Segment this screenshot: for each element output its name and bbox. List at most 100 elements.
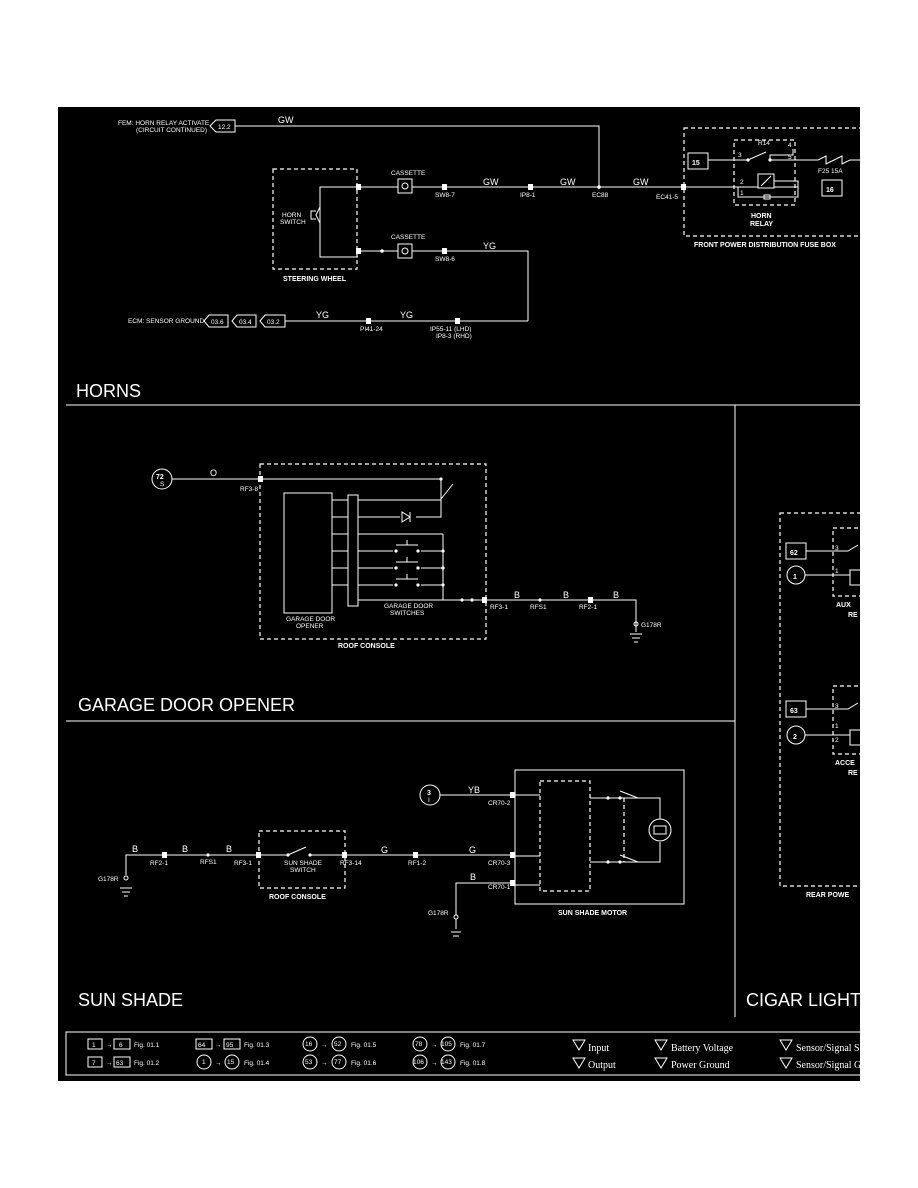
legend-r7-to: 105 (441, 1041, 452, 1048)
sunshade-switch (261, 846, 342, 856)
legend-r7-to-circle (440, 1036, 456, 1052)
horn-relay-coil-wire-b (774, 180, 799, 187)
legend-r2-arrow: → (106, 1060, 113, 1067)
cr70-1-label: CR70-1 (488, 884, 511, 891)
acc-relay-coil-wire (805, 729, 860, 746)
gs1-a (394, 549, 398, 553)
wire-yg-drop (412, 250, 529, 321)
ecm-ref-1: 03.6 (211, 319, 224, 326)
garage-opener-label-2: OPENER (296, 623, 324, 630)
legend-r1-from-box (87, 1038, 103, 1050)
legend-r4-to: 15 (227, 1059, 235, 1066)
fuse-f25 (798, 155, 860, 165)
fuse-box-label: FRONT POWER DISTRIBUTION FUSE BOX (694, 242, 836, 249)
rf3-8-label: RF3-8 (240, 486, 258, 493)
ip8-3-label: IP8-3 (RHD) (436, 333, 472, 340)
fuse-box-num-16-box (821, 179, 843, 197)
horn-relay-coil-wires (686, 186, 799, 198)
garage-switch-return (358, 534, 444, 601)
gsr-2 (441, 566, 445, 570)
legend-r8-fig: Fig. 01.8 (460, 1060, 486, 1067)
sunshade-relay-contacts (619, 790, 639, 863)
horn-switch-label-1: HORN (282, 212, 301, 219)
rfs1-splice (538, 598, 542, 602)
garage-switch-bus (347, 494, 359, 607)
relay-pin-3: 3 (738, 152, 742, 159)
legend-input: Input (588, 1043, 609, 1054)
legend-r3-to: 95 (226, 1042, 234, 1049)
cr70-2-label: CR70-2 (488, 800, 511, 807)
fem-label: FEM: HORN RELAY ACTIVATE (118, 120, 210, 127)
wire-b-ss-2: B (182, 844, 188, 854)
sensor-g-triangle-icon (779, 1057, 793, 1069)
garage-diode (401, 511, 411, 523)
ss-rf2-1-connector (162, 852, 167, 858)
ip8-1-label: IP8-1 (520, 192, 536, 199)
fem-sub-label: (CIRCUIT CONTINUED) (136, 127, 207, 134)
legend-r4-fig: Fig. 01.4 (244, 1060, 270, 1067)
front-fuse-box (683, 127, 860, 237)
relay-contact-dot-1 (746, 158, 750, 162)
garage-switch-buttons (396, 540, 418, 580)
ip8-1-connector (528, 184, 533, 190)
gsr-1 (441, 549, 445, 553)
cassette-lower-contact (401, 247, 409, 255)
wire-b-motor-ground (455, 882, 510, 915)
g178r-right-eyelet (453, 914, 459, 920)
aux-circle-1-num: 1 (793, 574, 797, 581)
horn-switch-wires (319, 186, 358, 258)
relay-pin-1: 1 (740, 190, 744, 197)
aux-relay-contact (806, 544, 859, 552)
sw-pin-upper (356, 184, 361, 190)
aux-relay-label-1: AUX (836, 602, 851, 609)
legend-r4-from-circle (196, 1054, 212, 1070)
ec88-splice (597, 185, 601, 189)
fem-ref: 12.2 (218, 124, 231, 131)
aux-relay-box (832, 527, 860, 597)
legend: 1 → 6 Fig. 01.1 7 → 63 Fig. 01.2 64 → 95… (65, 1031, 860, 1076)
horns-section: FEM: HORN RELAY ACTIVATE (CIRCUIT CONTIN… (76, 115, 860, 401)
legend-r6-to: 77 (334, 1059, 342, 1066)
legend-r4-from: 1 (202, 1059, 206, 1066)
sw8-6-connector (442, 248, 447, 254)
sunshade-motor-box (514, 769, 685, 905)
gs2-a (394, 566, 398, 570)
cassette-upper-contact (401, 182, 409, 190)
fuse-box-num-15: 15 (692, 160, 700, 167)
garage-source-num: 72 (156, 474, 164, 481)
horn-switch-button (310, 210, 316, 220)
wire-b-ss-3: B (226, 844, 232, 854)
legend-r7-from: 78 (415, 1041, 423, 1048)
sunshade-motor-armature (653, 825, 667, 835)
sunshade-motor-module (539, 780, 591, 892)
garage-title: GARAGE DOOR OPENER (78, 695, 295, 715)
wiring-diagram: FEM: HORN RELAY ACTIVATE (CIRCUIT CONTIN… (65, 115, 860, 1076)
g178r-eyelet (633, 621, 639, 627)
ec88-label: EC88 (592, 192, 609, 199)
horn-switch-label-2: SWITCH (280, 219, 306, 226)
wire-yb-label: YB (468, 785, 480, 795)
relay-pin-5: 5 (788, 154, 792, 161)
ss-rfs1-splice (206, 853, 210, 857)
ecm-ref-2: 03.4 (239, 319, 252, 326)
fuse-box-num-16: 16 (826, 187, 834, 194)
acc-relay-label-1: ACCE (835, 760, 855, 767)
legend-r6-from: 53 (305, 1059, 313, 1066)
horn-relay-box (733, 139, 796, 206)
wire-gw-label-3: GW (560, 177, 576, 187)
wire-gw-label-1: GW (278, 115, 294, 125)
relay-pin-2: 2 (740, 179, 744, 186)
garage-ground-symbol (630, 633, 642, 643)
ecm-ref-flag-2 (231, 314, 257, 328)
legend-output: Output (588, 1060, 616, 1071)
horn-relay-contacts (708, 149, 818, 161)
rf1-2-connector (413, 852, 418, 858)
wire-b-ground-left (125, 854, 162, 875)
ecm-ref-flag-1 (203, 314, 229, 328)
acc-pin-3: 3 (835, 703, 839, 710)
legend-r3-arrow: → (215, 1042, 222, 1049)
power-ground-triangle-icon (654, 1057, 668, 1069)
legend-r4-to-circle (224, 1054, 240, 1070)
wire-b-ss-4: B (470, 872, 476, 882)
wire-b-ss-1: B (132, 844, 138, 854)
